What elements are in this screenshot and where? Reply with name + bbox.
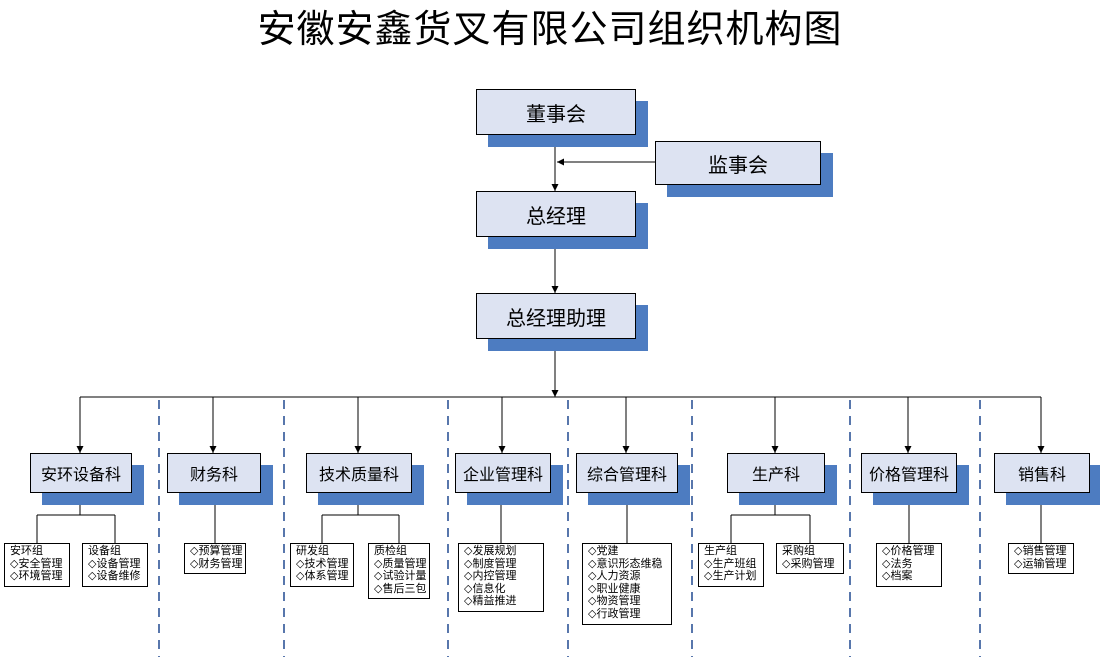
function-item: ◇信息化 <box>464 581 506 595</box>
function-item: ◇销售管理 <box>1014 544 1067 557</box>
function-group-box: 安环组◇安全管理◇环境管理 <box>4 543 70 587</box>
department-node: 生产科 <box>727 453 825 493</box>
department-node: 技术质量科 <box>306 453 412 493</box>
function-item: ◇职业健康 <box>588 581 641 595</box>
function-item: ◇精益推进 <box>464 594 517 608</box>
function-item: 生产组 <box>704 544 737 557</box>
function-item: ◇档案 <box>882 569 913 583</box>
function-item: 研发组 <box>296 544 329 557</box>
function-item: ◇体系管理 <box>296 569 349 583</box>
function-item: 质检组 <box>374 544 407 557</box>
general-manager-node: 总经理 <box>476 191 636 237</box>
function-item: ◇设备管理 <box>88 556 141 570</box>
function-item: ◇售后三包 <box>374 581 427 595</box>
function-group-box: 采购组◇采购管理 <box>776 543 844 575</box>
function-group-box: ◇党建◇意识形态维稳◇人力资源◇职业健康◇物资管理◇行政管理 <box>582 543 672 625</box>
supervisory-board-node: 监事会 <box>655 141 821 185</box>
general-manager-assistant-node: 总经理助理 <box>476 293 636 339</box>
function-item: ◇环境管理 <box>10 569 63 583</box>
function-item: ◇运输管理 <box>1014 556 1067 570</box>
function-item: ◇预算管理 <box>190 544 243 557</box>
department-node: 财务科 <box>167 453 261 493</box>
function-group-box: ◇预算管理◇财务管理 <box>184 543 246 575</box>
function-item: ◇法务 <box>882 556 913 570</box>
department-node: 销售科 <box>994 453 1090 493</box>
function-item: ◇质量管理 <box>374 556 427 570</box>
chart-title: 安徽安鑫货叉有限公司组织机构图 <box>257 7 843 51</box>
function-item: 采购组 <box>782 544 815 557</box>
function-item: ◇财务管理 <box>190 556 243 570</box>
board-node: 董事会 <box>476 89 636 135</box>
function-group-box: ◇销售管理◇运输管理 <box>1008 543 1074 575</box>
function-item: ◇党建 <box>588 544 619 557</box>
function-group-box: ◇价格管理◇法务◇档案 <box>876 543 942 587</box>
function-item: ◇设备维修 <box>88 569 141 583</box>
function-group-box: 研发组◇技术管理◇体系管理 <box>290 543 354 587</box>
department-node: 安环设备科 <box>30 453 132 493</box>
function-group-box: ◇发展规划◇制度管理◇内控管理◇信息化◇精益推进 <box>458 543 544 612</box>
function-item: ◇行政管理 <box>588 606 641 620</box>
function-item: 设备组 <box>88 544 121 557</box>
department-node: 综合管理科 <box>576 453 678 493</box>
function-item: ◇生产计划 <box>704 569 757 583</box>
function-item: ◇生产班组 <box>704 556 757 570</box>
function-item: ◇试验计量 <box>374 569 427 583</box>
function-item: ◇物资管理 <box>588 594 641 608</box>
department-node: 价格管理科 <box>861 453 957 493</box>
function-group-box: 生产组◇生产班组◇生产计划 <box>698 543 764 587</box>
function-item: 安环组 <box>10 544 43 557</box>
function-item: ◇内控管理 <box>464 569 517 583</box>
function-item: ◇意识形态维稳 <box>588 556 663 570</box>
function-item: ◇价格管理 <box>882 544 935 557</box>
function-item: ◇采购管理 <box>782 556 835 570</box>
function-item: ◇制度管理 <box>464 556 517 570</box>
function-group-box: 质检组◇质量管理◇试验计量◇售后三包 <box>368 543 430 600</box>
function-item: ◇技术管理 <box>296 556 349 570</box>
function-item: ◇安全管理 <box>10 556 63 570</box>
function-item: ◇发展规划 <box>464 544 517 557</box>
function-item: ◇人力资源 <box>588 569 641 583</box>
function-group-box: 设备组◇设备管理◇设备维修 <box>82 543 148 587</box>
department-node: 企业管理科 <box>455 453 551 493</box>
